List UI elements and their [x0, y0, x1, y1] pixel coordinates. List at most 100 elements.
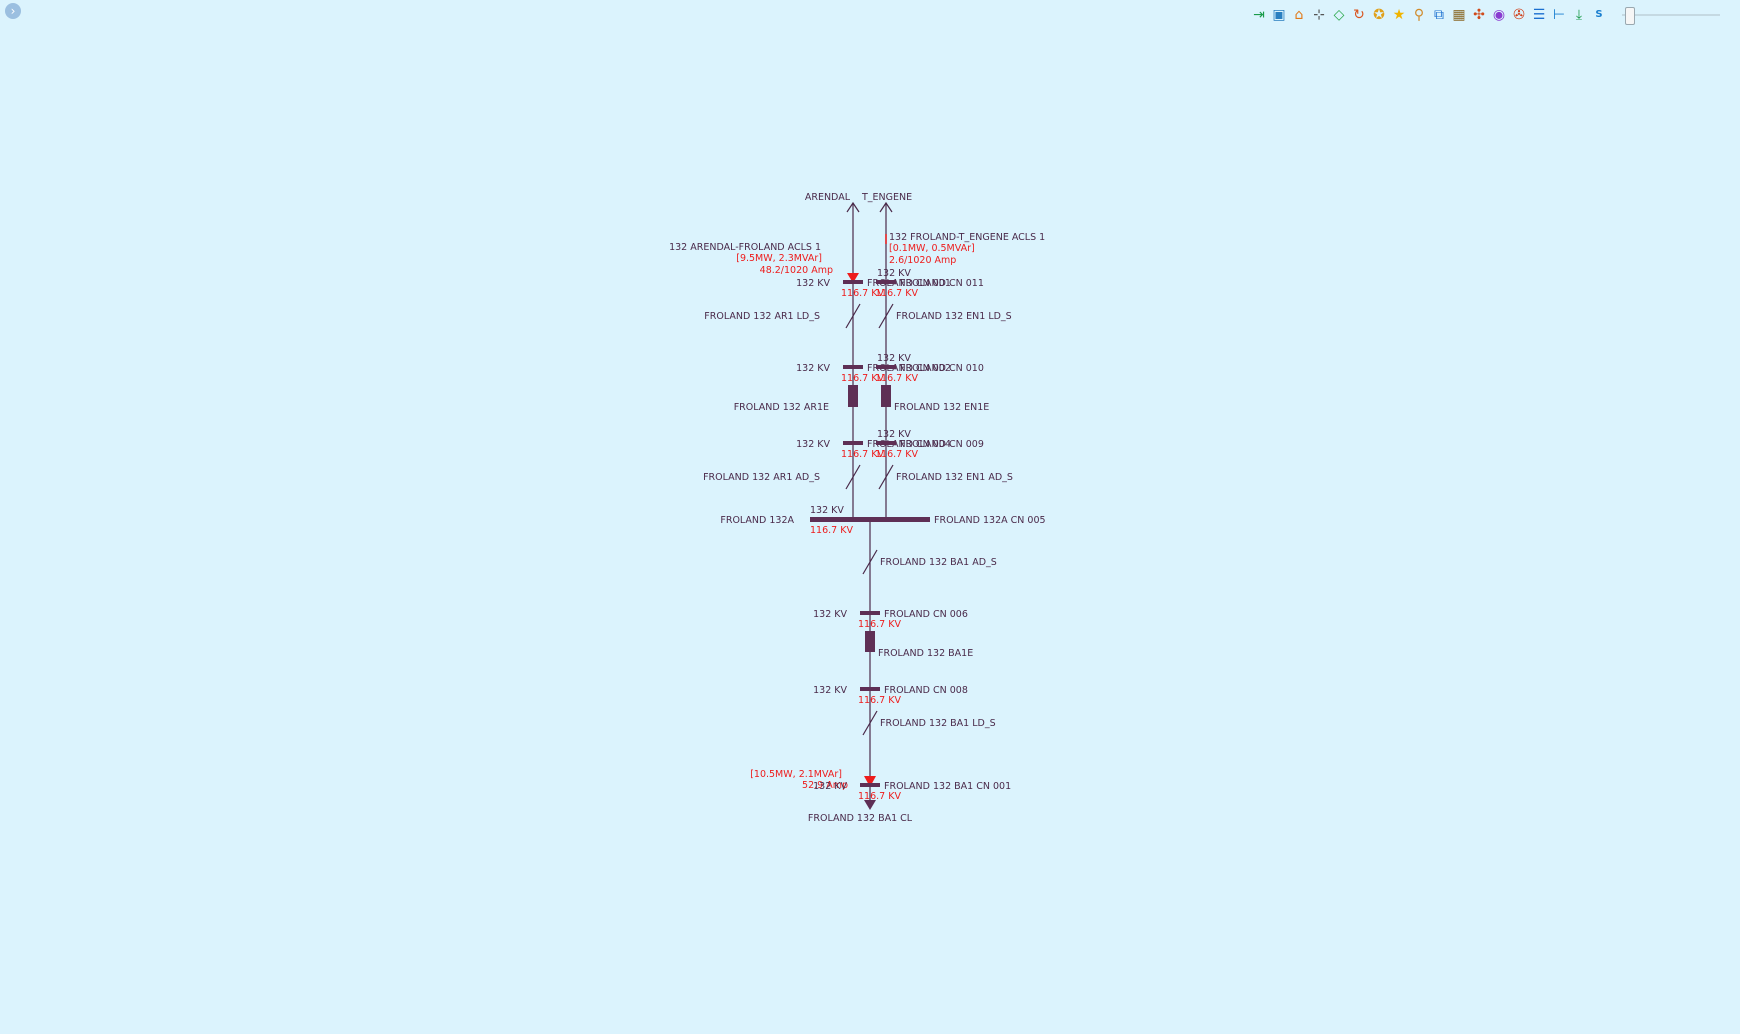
right-ad-switch-label: FROLAND 132 EN1 AD_S	[896, 472, 1013, 483]
right-outgoing-arrow	[879, 201, 893, 213]
bottom-cn8-nominal: 132 KV	[813, 685, 847, 696]
right-cn1-measured: 116.7 KV	[875, 288, 918, 299]
exit-icon[interactable]: ⇥	[1253, 7, 1265, 23]
toolbar: ⇥ ▣ ⌂ ⊹ ◇ ↻ ✪ ★ ⚲ ⧉ ▦ ✣ ◉ ✇ ☰ ⊢ ⤓ S	[1250, 5, 1608, 25]
left-cn1-name[interactable]: FROLAND CN 001	[867, 278, 951, 289]
eraser-icon[interactable]: ◇	[1333, 7, 1345, 23]
left-cn2-name[interactable]: FROLAND CN 002	[867, 363, 951, 374]
left-ld-switch-label: FROLAND 132 AR1 LD_S	[704, 311, 820, 322]
bottom-cn8-name[interactable]: FROLAND CN 008	[884, 685, 968, 696]
busbar-cn-name[interactable]: FROLAND 132A CN 005	[934, 515, 1046, 526]
left-cn1-measured: 116.7 KV	[841, 288, 884, 299]
load-arrow[interactable]	[864, 800, 876, 810]
bottom-amp: 52.9 Amp	[802, 780, 848, 791]
left-cn1-node[interactable]	[843, 280, 863, 284]
panel-toggle-button[interactable]: ›	[5, 3, 21, 19]
left-line-amp: 48.2/1020 Amp	[760, 265, 833, 276]
left-line-name[interactable]: 132 ARENDAL-FROLAND ACLS 1	[669, 242, 821, 253]
bottom-cn-end-node[interactable]	[860, 783, 880, 787]
grid-icon[interactable]: ▦	[1452, 7, 1466, 23]
right-cn2-measured: 116.7 KV	[875, 373, 918, 384]
star-icon[interactable]: ★	[1392, 7, 1406, 23]
bottom-cn8-node[interactable]	[860, 687, 880, 691]
search-icon[interactable]: ⚲	[1413, 7, 1425, 23]
left-breaker-label: FROLAND 132 AR1E	[734, 402, 829, 413]
map-icon[interactable]: ✇	[1513, 7, 1525, 23]
bottom-ad-switch[interactable]	[862, 549, 878, 575]
bottom-breaker-label: FROLAND 132 BA1E	[878, 648, 973, 659]
bottom-breaker[interactable]	[865, 631, 875, 652]
location-icon[interactable]: ◉	[1492, 7, 1506, 23]
bottom-ld-switch[interactable]	[862, 710, 878, 736]
right-ad-switch[interactable]	[878, 464, 894, 490]
right-cn3-name[interactable]: FROLAND CN 009	[900, 439, 984, 450]
bottom-cn-end-name[interactable]: FROLAND 132 BA1 CN 001	[884, 781, 1011, 792]
busbar-nominal: 132 KV	[810, 505, 844, 516]
right-destination-label: T_ENGENE	[861, 192, 912, 203]
right-line-amp: 2.6/1020 Amp	[889, 255, 956, 266]
zoom-track	[1622, 14, 1720, 16]
right-cn1-name[interactable]: FROLAND CN 011	[900, 278, 984, 289]
zoom-slider-thumb[interactable]	[1624, 7, 1635, 25]
main-busbar[interactable]	[810, 517, 930, 522]
left-cn2-node[interactable]	[843, 365, 863, 369]
left-ld-switch[interactable]	[845, 303, 861, 329]
bottom-flow: [10.5MW, 2.1MVAr]	[750, 769, 842, 780]
tree-icon[interactable]: ⊢	[1552, 7, 1566, 23]
right-cn3-node[interactable]	[876, 441, 896, 445]
left-flow-arrow	[847, 273, 859, 283]
bottom-cn6-name[interactable]: FROLAND CN 006	[884, 609, 968, 620]
right-line-flow: [0.1MW, 0.5MVAr]	[889, 243, 975, 254]
favorite-icon[interactable]: ✪	[1373, 7, 1385, 23]
left-line-flow: [9.5MW, 2.3MVAr]	[736, 253, 822, 264]
copy-icon[interactable]: ⧉	[1434, 7, 1444, 23]
right-breaker[interactable]	[881, 385, 891, 407]
bottom-flow-arrow	[864, 776, 876, 787]
left-cn3-nominal: 132 KV	[796, 439, 830, 450]
right-cn2-name[interactable]: FROLAND CN 010	[900, 363, 984, 374]
bottom-cn6-node[interactable]	[860, 611, 880, 615]
left-ad-switch-label: FROLAND 132 AR1 AD_S	[703, 472, 820, 483]
busbar-measured: 116.7 KV	[810, 525, 853, 536]
bottom-cn-end-nominal: 132 KV	[813, 781, 847, 792]
right-cn2-node[interactable]	[876, 365, 896, 369]
bottom-cn6-measured: 116.7 KV	[858, 619, 901, 630]
bottom-ad-switch-label: FROLAND 132 BA1 AD_S	[880, 557, 997, 568]
left-breaker[interactable]	[848, 385, 858, 407]
main-busbar-group: FROLAND 132A FROLAND 132A CN 005 132 KV …	[720, 505, 1045, 536]
split-icon[interactable]: ⊹	[1313, 7, 1325, 23]
right-ld-switch-label: FROLAND 132 EN1 LD_S	[896, 311, 1012, 322]
right-cn1-nominal: 132 KV	[877, 268, 911, 279]
right-ld-switch[interactable]	[878, 303, 894, 329]
list-icon[interactable]: ☰	[1532, 7, 1546, 23]
right-cn1-node[interactable]	[876, 280, 896, 284]
left-cn3-node[interactable]	[843, 441, 863, 445]
right-feeder: T_ENGENE 132 FROLAND-T_ENGENE ACLS 1 [0.…	[861, 192, 1045, 519]
left-feeder: ARENDAL 132 ARENDAL-FROLAND ACLS 1 [9.5M…	[669, 192, 951, 519]
left-ad-switch[interactable]	[845, 464, 861, 490]
display-icon[interactable]: ▣	[1272, 7, 1286, 23]
network-icon[interactable]: ✣	[1473, 7, 1485, 23]
svg-export-icon[interactable]: S	[1595, 9, 1603, 20]
bottom-cn6-nominal: 132 KV	[813, 609, 847, 620]
load-label: FROLAND 132 BA1 CL	[808, 813, 913, 824]
left-destination-label: ARENDAL	[805, 192, 851, 203]
left-cn3-name[interactable]: FROLAND CN 004	[867, 439, 951, 450]
left-outgoing-arrow	[846, 201, 860, 213]
bottom-cn-end-measured: 116.7 KV	[858, 791, 901, 802]
left-cn3-measured: 116.7 KV	[841, 449, 884, 460]
right-cn3-nominal: 132 KV	[877, 429, 911, 440]
home-icon[interactable]: ⌂	[1294, 7, 1304, 23]
left-cn1-nominal: 132 KV	[796, 278, 830, 289]
right-cn3-measured: 116.7 KV	[875, 449, 918, 460]
refresh-icon[interactable]: ↻	[1353, 7, 1365, 23]
left-cn2-measured: 116.7 KV	[841, 373, 884, 384]
right-line-name[interactable]: 132 FROLAND-T_ENGENE ACLS 1	[889, 232, 1045, 243]
zoom-slider[interactable]	[1622, 6, 1720, 25]
busbar-name: FROLAND 132A	[720, 515, 794, 526]
right-breaker-label: FROLAND 132 EN1E	[894, 402, 989, 413]
right-cn2-nominal: 132 KV	[877, 353, 911, 364]
left-cn2-nominal: 132 KV	[796, 363, 830, 374]
download-icon[interactable]: ⤓	[1575, 7, 1583, 23]
